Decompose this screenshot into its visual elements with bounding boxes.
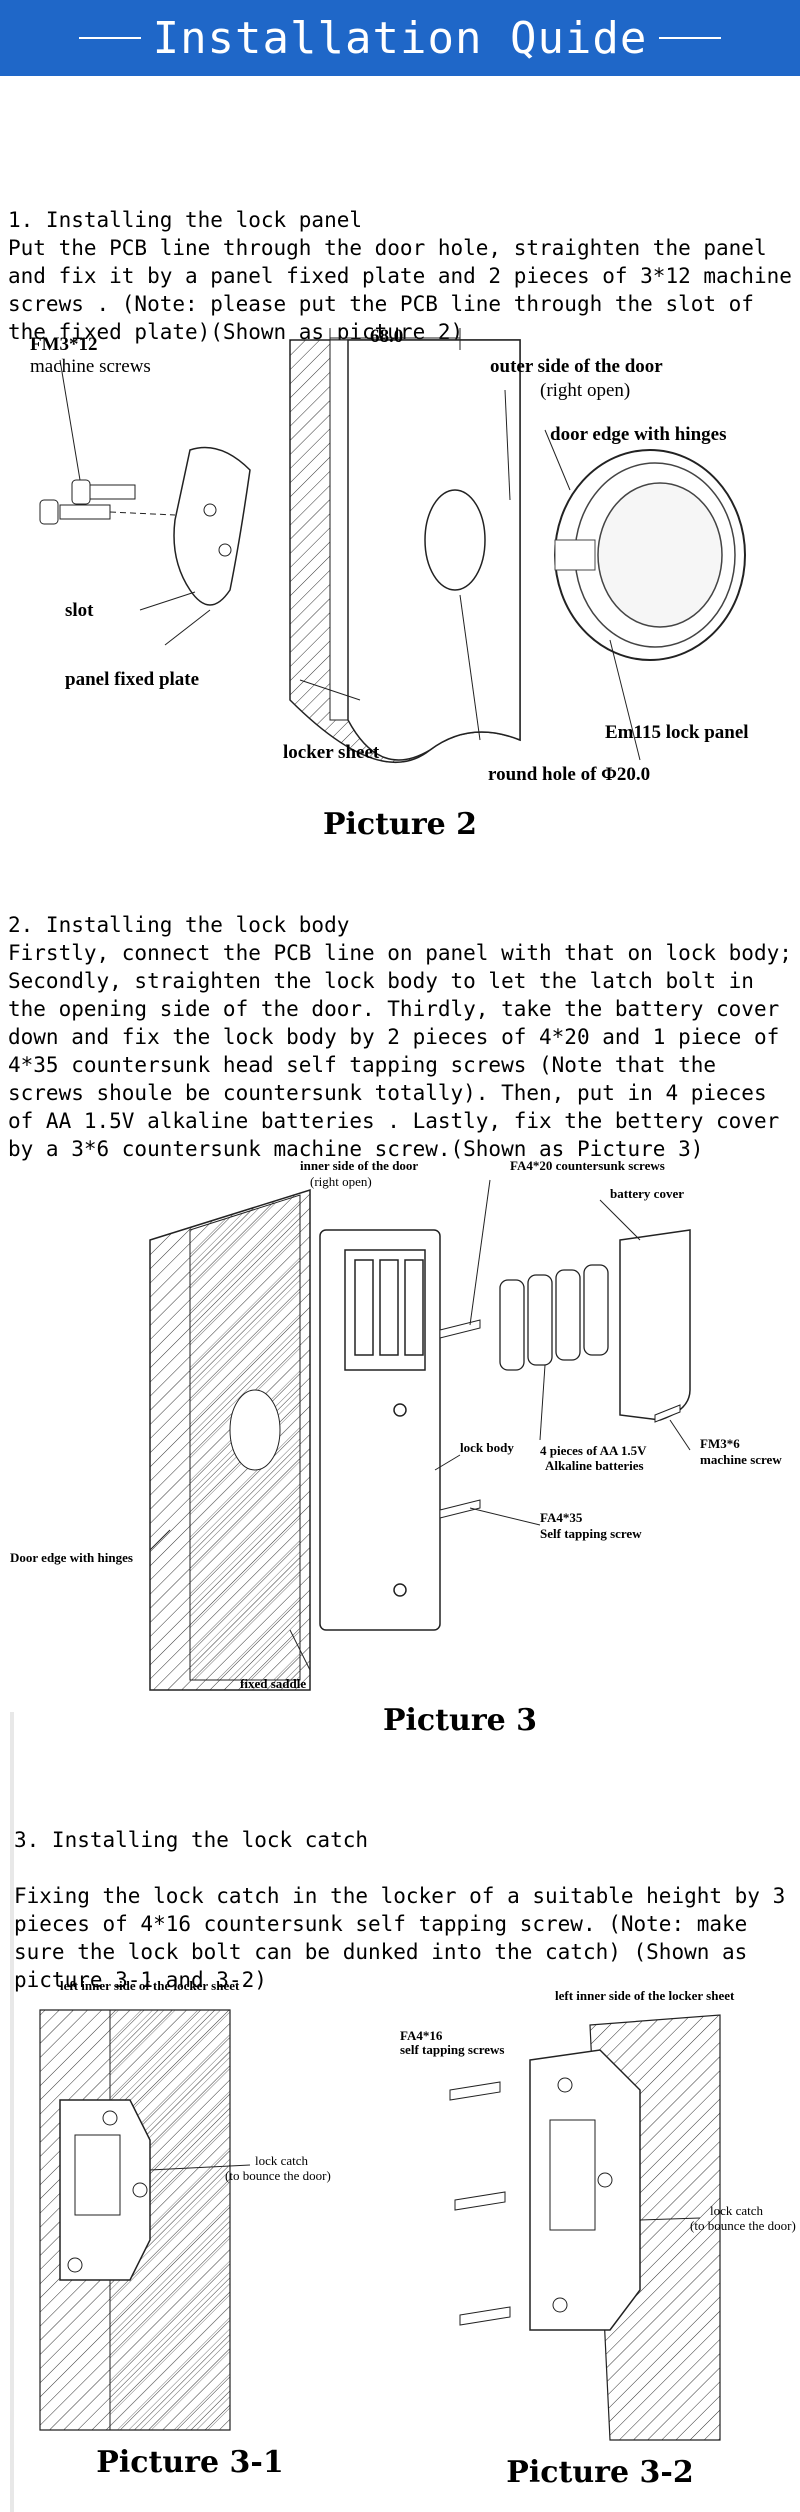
picture-3-1-drawing xyxy=(39,2009,251,2431)
door-edge-label-3: Door edge with hinges xyxy=(10,1550,133,1565)
picture-3-1-caption: Picture 3-1 xyxy=(96,2445,284,2480)
picture-3-2-drawing xyxy=(449,2014,721,2441)
battery-cover-drawing xyxy=(619,1229,691,1421)
door-drawing-3 xyxy=(149,1188,311,1691)
step2-body: Firstly, connect the PCB line on panel w… xyxy=(8,941,792,1161)
pic31-bounce-label: (to bounce the door) xyxy=(225,2168,331,2183)
dimension-label: 68.0 xyxy=(370,326,403,347)
machine-screws-label: machine screws xyxy=(30,356,151,377)
divider-line xyxy=(10,1712,14,2512)
picture-2-caption: Picture 2 xyxy=(322,807,478,842)
right-open-label: (right open) xyxy=(540,380,630,401)
picture-3-caption: Picture 3 xyxy=(382,1703,538,1738)
fm36-label-1: FM3*6 xyxy=(700,1436,740,1451)
step1-title: 1. Installing the lock panel xyxy=(8,208,363,232)
picture-3-figures: left inner side of the locker sheet lock… xyxy=(0,1970,800,2510)
door-edge-label: door edge with hinges xyxy=(550,424,726,445)
screws-drawing xyxy=(39,479,176,525)
page-header: Installation Quide xyxy=(0,0,800,76)
right-open-label-3: (right open) xyxy=(310,1174,372,1189)
fa435-label-1: FA4*35 xyxy=(540,1510,583,1525)
pic31-catch-label: lock catch xyxy=(255,2153,309,2168)
fm312-label: FM3*12 xyxy=(30,334,98,355)
pic32-sheet-label: left inner side of the locker sheet xyxy=(555,1988,735,2003)
batteries-label-2: Alkaline batteries xyxy=(545,1458,644,1473)
step3-title: 3. Installing the lock catch xyxy=(14,1828,369,1852)
batteries-drawing xyxy=(499,1264,609,1371)
battery-cover-label: battery cover xyxy=(610,1186,684,1201)
outer-side-label: outer side of the door xyxy=(490,356,663,377)
picture-3-2-caption: Picture 3-2 xyxy=(506,2455,694,2490)
pic32-screws-label-1: FA4*16 xyxy=(400,2028,443,2043)
step2-title: 2. Installing the lock body xyxy=(8,913,350,937)
lock-panel-label: Em115 lock panel xyxy=(605,722,749,743)
round-hole-label: round hole of Φ20.0 xyxy=(488,764,650,785)
header-rule-left xyxy=(78,37,141,39)
picture-3-figure: inner side of the door (right open) FA4*… xyxy=(0,1150,800,1740)
picture-2-figure: 68.0 xyxy=(0,320,800,860)
step3-body: Fixing the lock catch in the locker of a… xyxy=(14,1884,798,1992)
panel-fixed-plate-drawing xyxy=(173,446,251,606)
panel-fixed-plate-label: panel fixed plate xyxy=(65,669,199,690)
lock-body-label: lock body xyxy=(460,1440,514,1455)
pic32-bounce-label: (to bounce the door) xyxy=(690,2218,796,2233)
step1-body: Put the PCB line through the door hole, … xyxy=(8,236,792,344)
pic32-screws-label-2: self tapping screws xyxy=(400,2042,504,2057)
lock-panel-drawing xyxy=(554,449,746,661)
fixed-saddle-label: fixed saddle xyxy=(240,1676,306,1691)
slot-label: slot xyxy=(65,600,94,621)
page-title: Installation Quide xyxy=(152,12,648,64)
lock-body-drawing xyxy=(319,1229,441,1631)
fa435-label-2: Self tapping screw xyxy=(540,1526,642,1541)
header-rule-right xyxy=(659,37,722,39)
fm36-label-2: machine screw xyxy=(700,1452,782,1467)
pic32-catch-label: lock catch xyxy=(710,2203,764,2218)
batteries-label-1: 4 pieces of AA 1.5V xyxy=(540,1443,647,1458)
fa420-label: FA4*20 countersunk screws xyxy=(510,1158,665,1173)
inner-side-label: inner side of the door xyxy=(300,1158,418,1173)
locker-sheet-label: locker sheet xyxy=(283,742,380,763)
door-drawing xyxy=(289,339,521,763)
pic31-sheet-label: left inner side of the locker sheet xyxy=(60,1978,240,1993)
